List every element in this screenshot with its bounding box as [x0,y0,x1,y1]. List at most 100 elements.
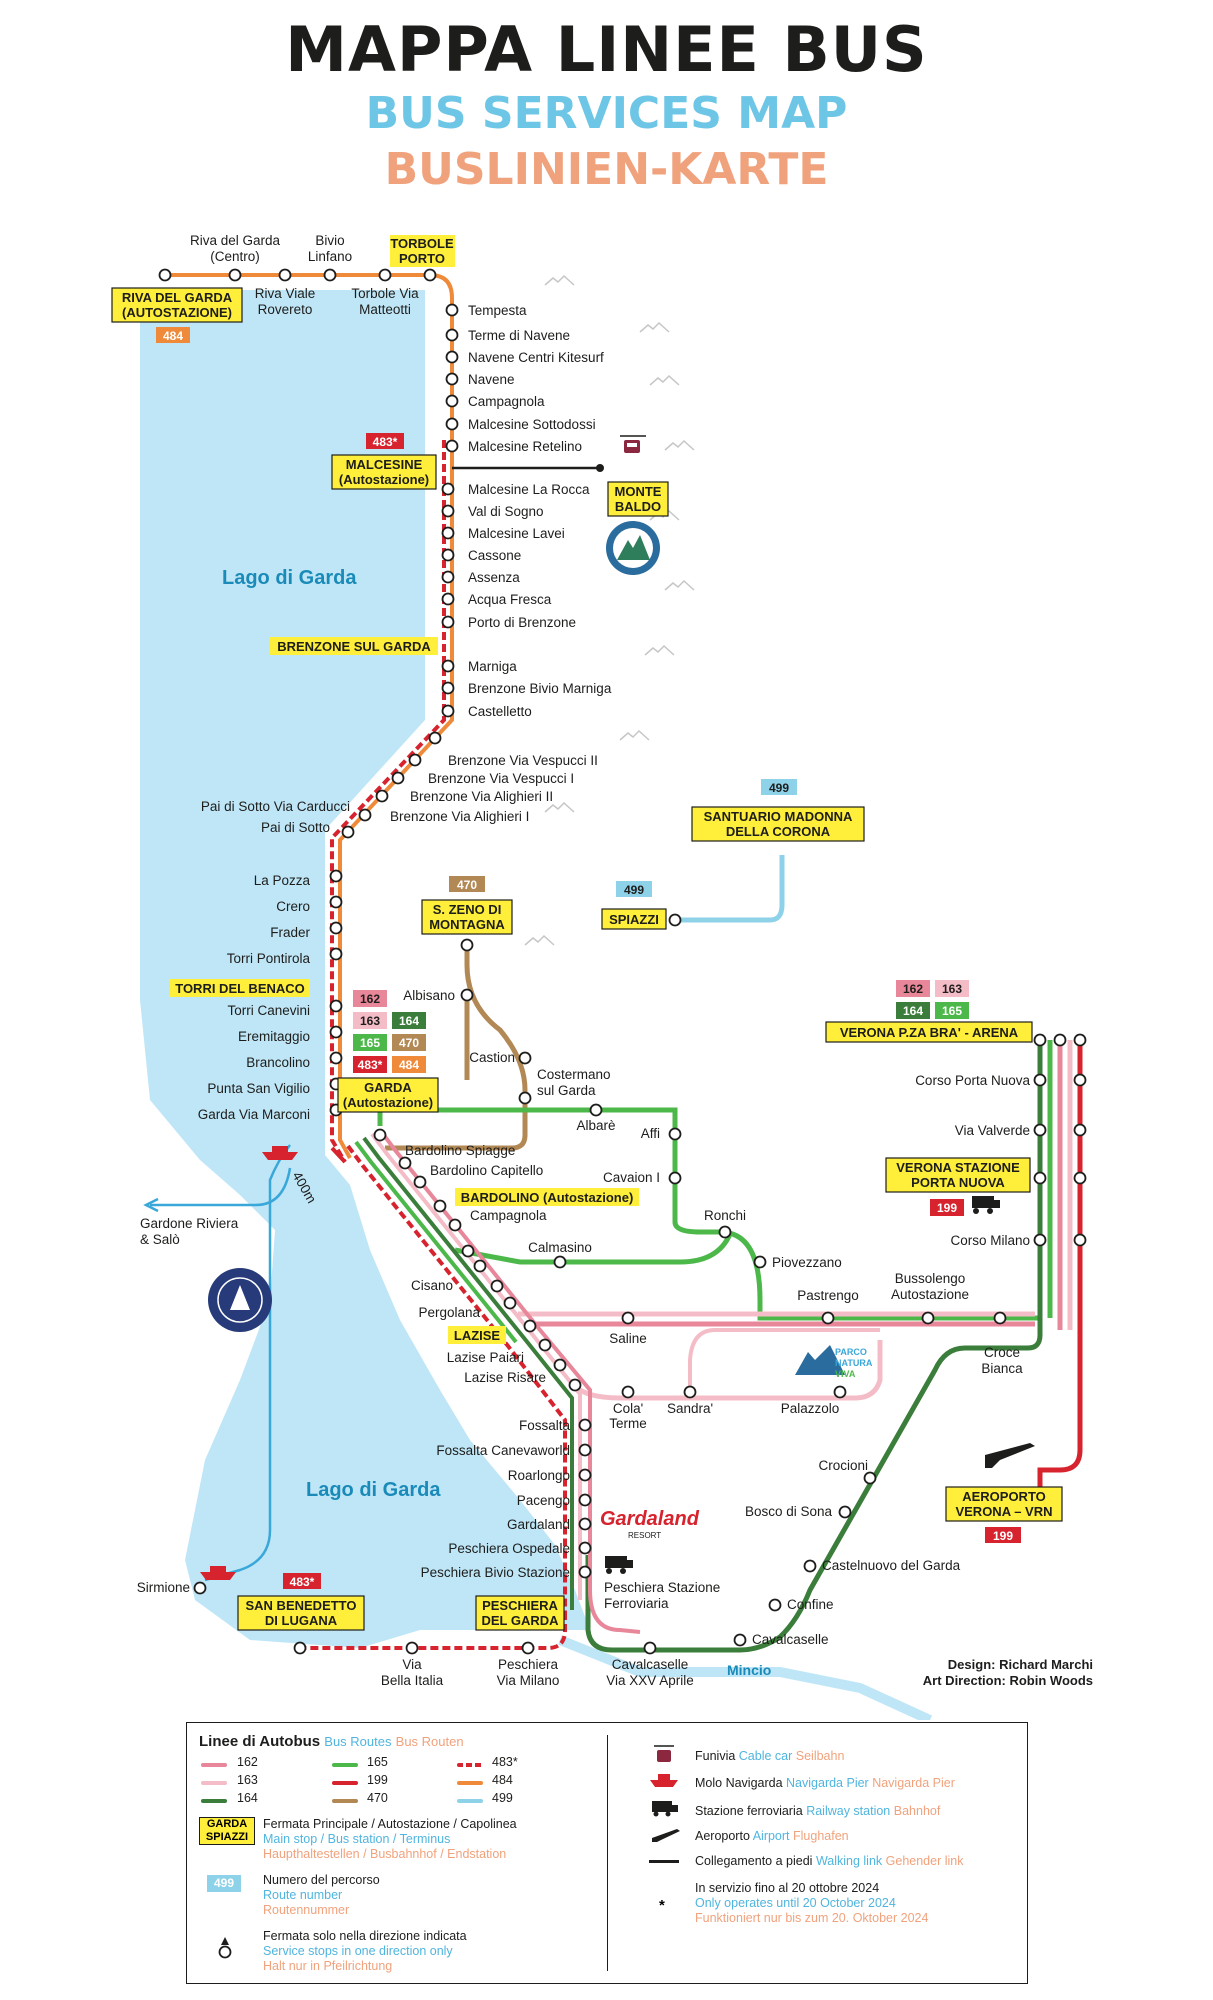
legend-cable-car-icon [654,1745,674,1762]
legend-swatch-499 [457,1799,483,1803]
stop-costermano-1: Costermano [537,1067,611,1082]
mountain-sketches [524,274,695,946]
legend-line-162: 162 [237,1755,258,1769]
badge-garda-162: 162 [360,992,380,1006]
stop-pacengo: Pacengo [517,1493,570,1508]
badge-garda-483: 483* [358,1058,383,1072]
legend-cable-car-it: Funivia [695,1749,736,1763]
legend-one-direction-it: Fermata solo nella direzione indicata [263,1929,467,1943]
stop-croce-bianca-2: Bianca [981,1361,1023,1376]
main-stop-bardolino: BARDOLINO (Autostazione) [461,1190,634,1205]
stop-cavalcaselle-2-line1: Cavalcaselle [612,1657,689,1672]
main-stop-san-benedetto-1: SAN BENEDETTO [246,1598,357,1613]
badge-verona-163: 163 [942,982,962,996]
airplane-icon [985,1443,1035,1468]
stop-cola-1: Cola' [613,1401,643,1416]
legend-ferry-en: Navigarda Pier [786,1776,869,1790]
main-stop-monte-baldo-2: BALDO [615,499,661,514]
cable-car-icon [620,435,646,453]
legend-ferry-it: Molo Navigarda [695,1776,783,1790]
ferry-pier-icon-garda [262,1146,298,1160]
legend-rail-it: Stazione ferroviaria [695,1804,803,1818]
legend-swatch-199 [332,1781,358,1785]
legend-title-it: Linee di Autobus [199,1733,321,1750]
stop-lazise-paiari: Lazise Paiari [447,1350,524,1365]
legend-cable-car-en: Cable car [738,1749,793,1763]
legend-airport-it: Aeroporto [695,1829,750,1843]
main-stop-torbole-1: TORBOLE [390,236,454,251]
badge-zeno: 470 [457,878,477,892]
main-stop-zeno-1: S. ZENO DI [433,902,502,917]
credit-art-direction: Art Direction: Robin Woods [923,1673,1093,1688]
stop-marniga: Marniga [468,659,517,674]
stop-torri-canevini: Torri Canevini [227,1003,310,1018]
stop-brenzone-marniga: Brenzone Bivio Marniga [468,681,612,696]
main-stop-verona-pn-2: PORTA NUOVA [911,1175,1005,1190]
parco-logo-2: NATURA [835,1358,873,1368]
stop-labels: Riva del Garda (Centro) Bivio Linfano Ri… [137,233,1031,1688]
parco-logo-1: PARCO [835,1347,867,1357]
main-stop-santuario-1: SANTUARIO MADONNA [704,809,853,824]
stop-riva-rovereto-1: Riva Viale [255,286,316,301]
cable-car-terminal [596,464,604,472]
stop-bussolengo-2: Autostazione [891,1287,969,1302]
legend-ferry-icon [650,1774,678,1787]
main-stop-torbole-2: PORTO [399,251,445,266]
main-stop-verona-pn-1: VERONA STAZIONE [896,1160,1020,1175]
legend-cable-car-de: Seilbahn [795,1749,845,1763]
stop-via-valverde: Via Valverde [955,1123,1030,1138]
stop-markers [158,268,1087,1655]
stop-fossalta: Fossalta [519,1418,571,1433]
legend-airport-de: Flughafen [793,1829,849,1843]
stop-pai: Pai di Sotto [261,820,330,835]
stop-corso-porta-nuova: Corso Porta Nuova [915,1073,1030,1088]
stop-pai-carducci: Pai di Sotto Via Carducci [201,799,350,814]
legend-swatch-483 [457,1763,483,1767]
stop-vespucci-1: Brenzone Via Vespucci I [428,771,574,786]
stop-brancolino: Brancolino [246,1055,310,1070]
map-titles: MAPPA LINEE BUS BUS SERVICES MAP BUSLINI… [0,14,1213,198]
legend-asterisk-text: In servizio fino al 20 ottobre 2024 Only… [695,1881,928,1926]
main-stop-malcesine-2: (Autostazione) [339,472,429,487]
stop-bardolino-capitello: Bardolino Capitello [430,1163,543,1178]
legend-walk-it: Collegamento a piedi [695,1854,813,1868]
stop-malcesine-sottodossi: Malcesine Sottodossi [468,417,596,432]
stop-peschiera-bivio: Peschiera Bivio Stazione [421,1565,570,1580]
stop-peschiera-milano-2: Via Milano [497,1673,560,1688]
parco-natura-viva-logo: PARCO NATURA VIVA [795,1345,873,1379]
stop-gardaland: Gardaland [507,1517,570,1532]
badge-aeroporto-199: 199 [993,1529,1013,1543]
stop-eremitaggio: Eremitaggio [238,1029,310,1044]
route-line-164 [585,1040,1043,1653]
legend-swatch-484 [457,1781,483,1785]
stop-alighieri-1: Brenzone Via Alighieri I [390,809,529,824]
stop-fossalta-canevaworld: Fossalta Canevaworld [436,1443,570,1458]
stop-crero: Crero [276,899,310,914]
stop-calmasino: Calmasino [528,1240,592,1255]
stop-torri-pontirola: Torri Pontirola [227,951,311,966]
ferry-arrow-gardone [143,1197,159,1213]
map-legend: Linee di Autobus Bus Routes Bus Routen 1… [186,1722,1028,1984]
legend-title-en: Bus Routes [324,1734,392,1749]
legend-rail-en: Railway station [806,1804,891,1818]
legend-walk-de: Gehender link [885,1854,964,1868]
stop-vespucci-2: Brenzone Via Vespucci II [448,753,598,768]
legend-route-number-it: Numero del percorso [263,1873,380,1887]
legend-swatch-163 [201,1781,227,1785]
legend-route-number-sample: 499 [207,1875,241,1892]
stop-malcesine-rocca: Malcesine La Rocca [468,482,590,497]
route-line-165-calmasino [454,1232,733,1265]
badge-spiazzi: 499 [624,883,644,897]
stop-pergolana: Pergolana [418,1305,480,1320]
main-stop-riva-1: RIVA DEL GARDA [122,290,233,305]
stop-pastrengo: Pastrengo [797,1288,859,1303]
badge-verona-pn-199: 199 [937,1201,957,1215]
main-stop-garda-1: GARDA [364,1080,412,1095]
stop-riva-rovereto-2: Rovereto [258,302,313,317]
stop-torbole-matteotti-1: Torbole Via [351,286,419,301]
title-italian: MAPPA LINEE BUS [285,13,928,86]
lake-garda-water [140,290,590,1648]
stop-crocioni: Crocioni [818,1458,868,1473]
ferry-pier-icon-sirmione [200,1566,236,1580]
railway-station-icon-peschiera [605,1556,633,1574]
